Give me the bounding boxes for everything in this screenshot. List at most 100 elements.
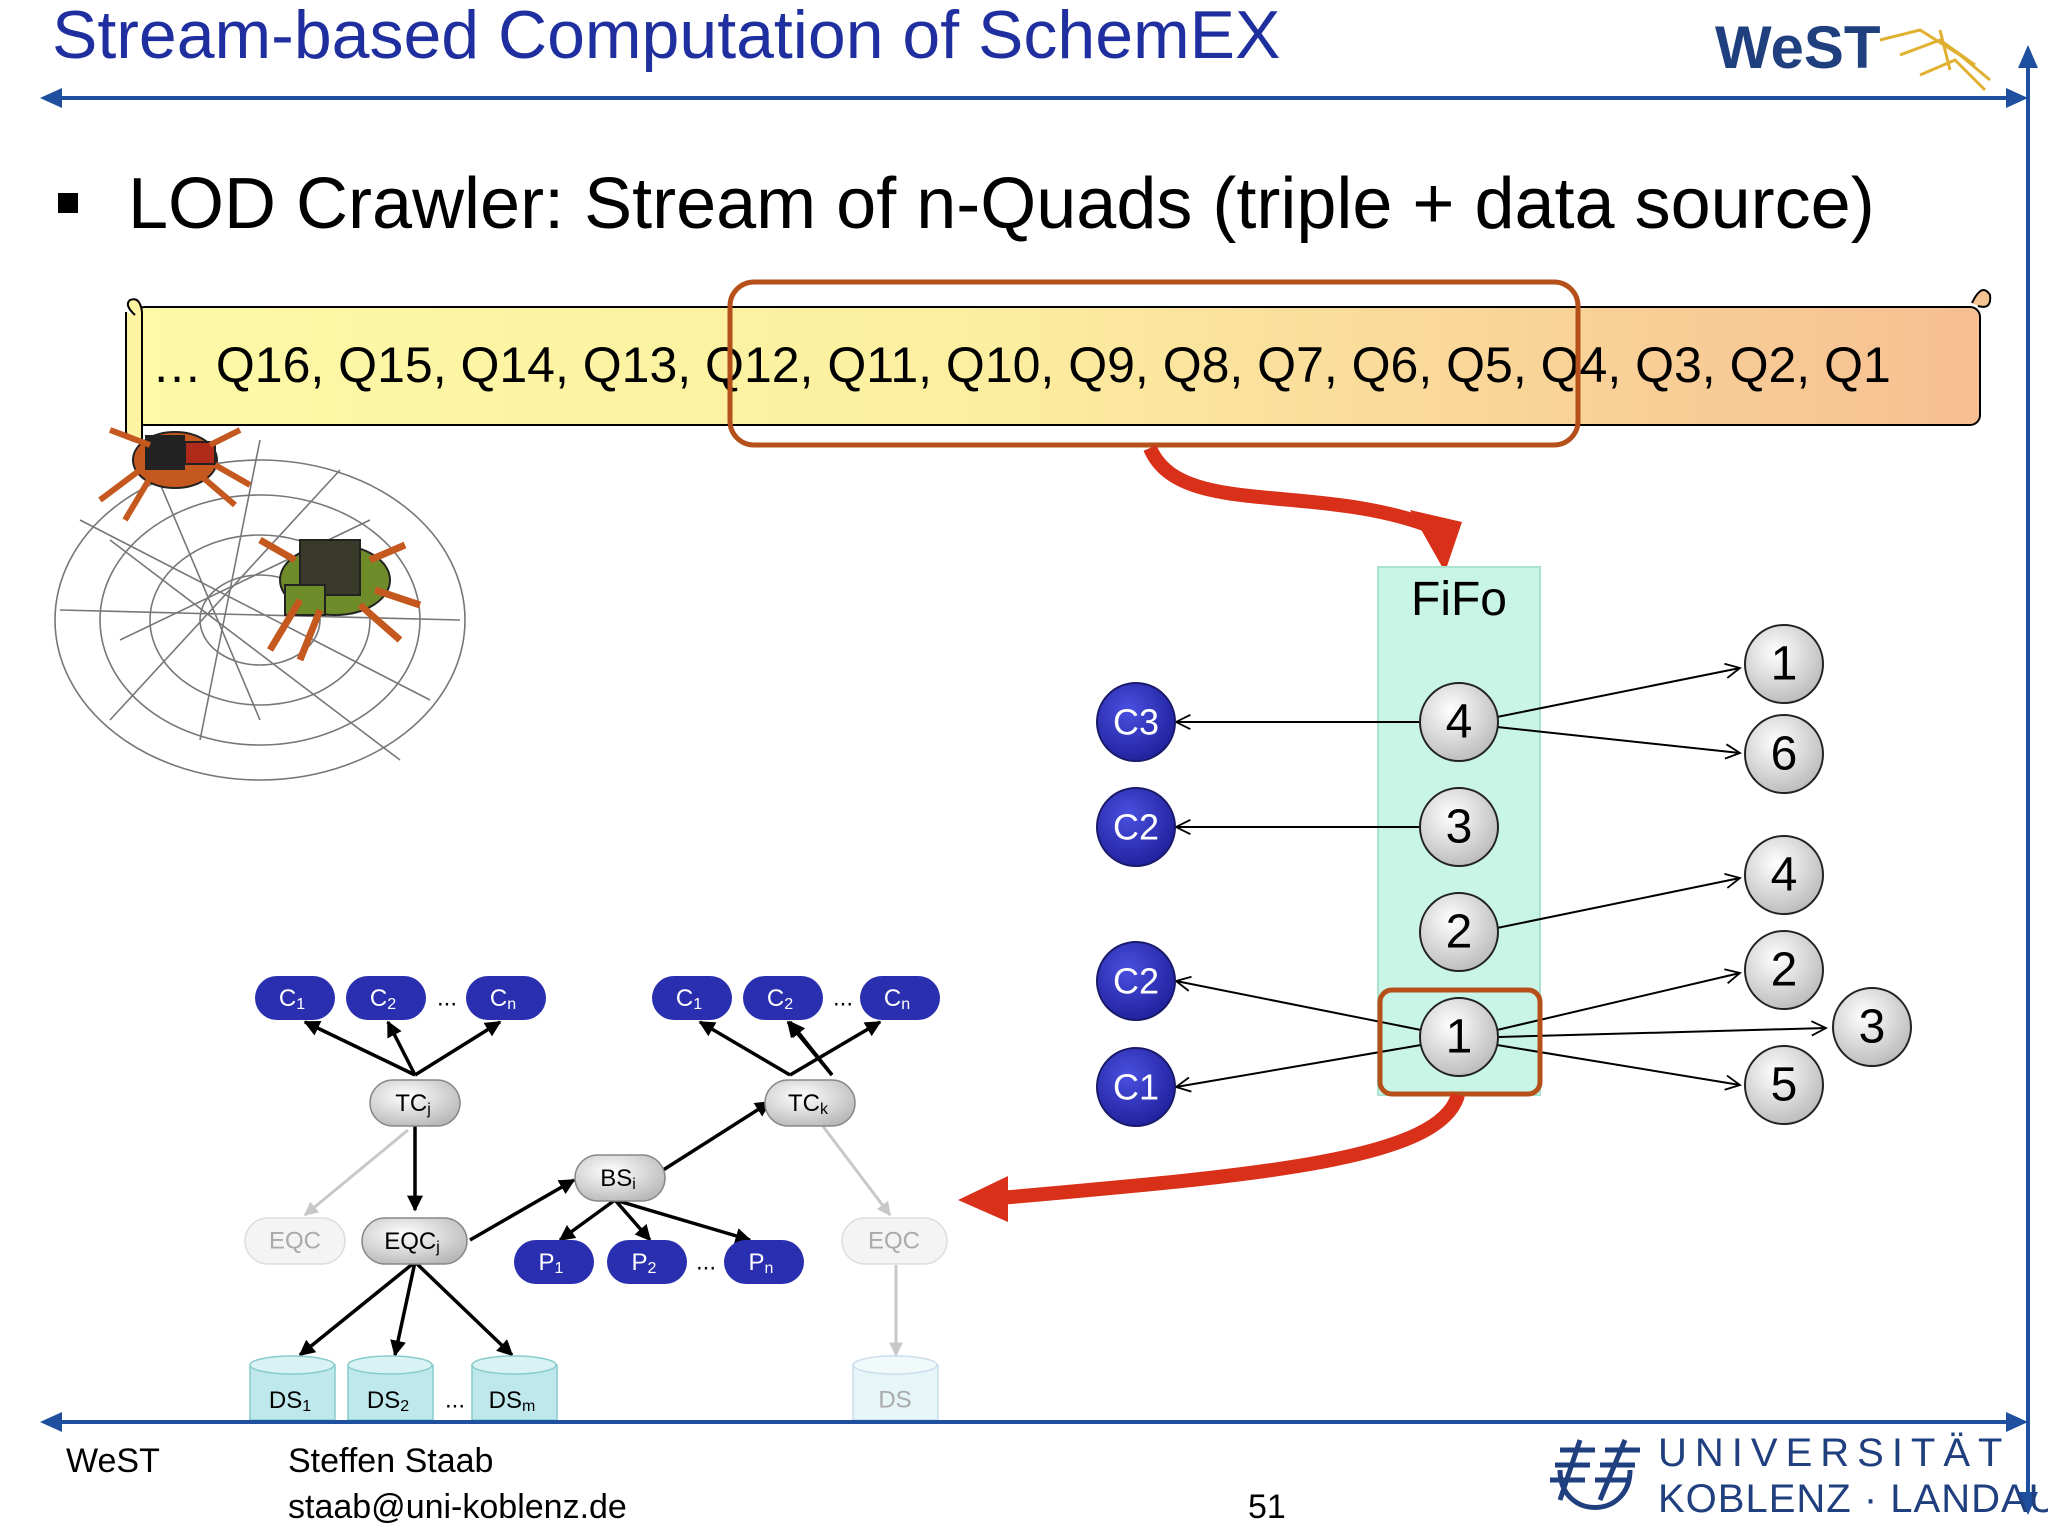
target-node: 2 [1744, 930, 1824, 1010]
footer-org: WeST [66, 1442, 160, 1480]
eqc-node-faded: EQC [244, 1217, 346, 1265]
schema-class-node: Cn [860, 976, 940, 1020]
svg-text:Cn: Cn [884, 985, 910, 1013]
target-node-label: 3 [1859, 1001, 1886, 1054]
queue-node: 3 [1419, 787, 1499, 867]
svg-text:TCk: TCk [788, 1090, 829, 1118]
schema-graph: C1 C2 ... Cn C1 C2 ... Cn TCj [244, 976, 948, 1421]
class-node-label: C2 [1113, 807, 1159, 848]
svg-text:C1: C1 [676, 985, 702, 1013]
svg-text:DS: DS [878, 1387, 911, 1414]
schema-class-node: C1 [652, 976, 732, 1020]
datasource-node-faded: DS [852, 1355, 939, 1421]
stream-text: … Q16, Q15, Q14, Q13, Q12, Q11, Q10, Q9,… [152, 337, 1891, 393]
svg-text:Cn: Cn [490, 985, 516, 1013]
datasource-node: DS1 [249, 1355, 336, 1421]
svg-text:EQC: EQC [269, 1228, 321, 1255]
svg-text:C2: C2 [767, 985, 793, 1013]
queue-node: 1 [1419, 997, 1499, 1077]
eqc-node: EQCj [361, 1217, 468, 1265]
university-logo: UNIVERSITÄT KOBLENZ · LANDAU [1550, 1431, 2048, 1521]
ellipsis-text: ... [833, 985, 853, 1012]
spider-web-illustration [54, 427, 466, 781]
ellipsis-text: ... [696, 1249, 716, 1276]
property-node: Pn [724, 1240, 804, 1284]
footer-email: staab@uni-koblenz.de [288, 1488, 627, 1526]
bottom-rule [40, 1412, 2028, 1432]
window-highlight [727, 279, 1581, 448]
queue-node-label: 4 [1446, 696, 1473, 749]
spider-icon [98, 427, 252, 522]
svg-text:C1: C1 [279, 985, 305, 1013]
svg-text:DS1: DS1 [269, 1387, 311, 1415]
svg-text:DS2: DS2 [367, 1387, 409, 1415]
page-number: 51 [1248, 1488, 1286, 1526]
target-node: 5 [1744, 1045, 1824, 1125]
bullet-marker [58, 193, 78, 213]
target-node-label: 5 [1771, 1059, 1798, 1112]
queue-node: 2 [1419, 892, 1499, 972]
fifo-label: FiFo [1411, 573, 1507, 626]
target-node: 6 [1744, 714, 1824, 794]
class-node: C1 [1096, 1047, 1176, 1127]
queue-node-label: 3 [1446, 801, 1473, 854]
stream-scroll: … Q16, Q15, Q14, Q13, Q12, Q11, Q10, Q9,… [125, 289, 1992, 443]
datasource-node: DS2 [347, 1355, 434, 1421]
west-logo-text: WeST [1715, 14, 1881, 81]
property-node: P2 [607, 1240, 687, 1284]
flow-arrowhead [958, 1176, 1008, 1222]
class-node-label: C3 [1113, 702, 1159, 743]
schema-class-node: C2 [346, 976, 426, 1020]
university-emblem-icon [1550, 1439, 1640, 1510]
fifo-edges [1176, 668, 1826, 1087]
footer-author: Steffen Staab [288, 1442, 493, 1480]
spider-icon [258, 536, 422, 662]
schema-class-node: Cn [466, 976, 546, 1020]
svg-text:P1: P1 [539, 1249, 564, 1277]
svg-text:EQC: EQC [868, 1228, 920, 1255]
schema-class-node: C1 [255, 976, 335, 1020]
target-node-label: 6 [1771, 728, 1798, 781]
target-node-label: 4 [1771, 849, 1798, 902]
queue-node-label: 2 [1446, 906, 1473, 959]
svg-text:TCj: TCj [395, 1090, 431, 1118]
target-node-label: 2 [1771, 944, 1798, 997]
flow-arrow-to-schema [999, 1092, 1465, 1205]
class-node: C3 [1096, 682, 1176, 762]
datasource-node: DSm [471, 1355, 558, 1421]
target-node-label: 1 [1771, 638, 1798, 691]
class-node: C2 [1096, 941, 1176, 1021]
flow-arrow-to-fifo [1143, 444, 1443, 537]
schema-class-node: C2 [743, 976, 823, 1020]
svg-text:DSm: DSm [489, 1387, 536, 1415]
svg-text:P2: P2 [632, 1249, 657, 1277]
class-node-label: C2 [1113, 961, 1159, 1002]
bisimulation-node: BSi [574, 1154, 666, 1202]
target-node: 3 [1832, 987, 1912, 1067]
ellipsis-text: ... [445, 1387, 465, 1414]
bullet-text: LOD Crawler: Stream of n-Quads (triple +… [128, 164, 1875, 244]
flow-arrowhead [1410, 510, 1462, 572]
target-node: 1 [1744, 624, 1824, 704]
queue-node: 4 [1419, 682, 1499, 762]
target-node: 4 [1744, 835, 1824, 915]
university-name-line1: UNIVERSITÄT [1658, 1431, 2010, 1475]
property-node: P1 [514, 1240, 594, 1284]
type-cluster-node: TCk [764, 1079, 856, 1127]
svg-text:C2: C2 [370, 985, 396, 1013]
top-rule [40, 45, 2038, 1515]
slide-title: Stream-based Computation of SchemEX [52, 0, 1280, 73]
logo-network-icon [1879, 28, 1991, 92]
type-cluster-node: TCj [369, 1079, 461, 1127]
queue-node-label: 1 [1446, 1011, 1473, 1064]
svg-text:EQCj: EQCj [384, 1228, 440, 1256]
class-node: C2 [1096, 787, 1176, 867]
ellipsis-text: ... [437, 985, 457, 1012]
eqc-node-faded: EQC [841, 1217, 948, 1265]
west-logo: WeST [1715, 14, 1991, 92]
svg-text:BSi: BSi [600, 1165, 636, 1193]
svg-text:Pn: Pn [749, 1249, 774, 1277]
class-node-label: C1 [1113, 1067, 1159, 1108]
university-name-line2: KOBLENZ · LANDAU [1658, 1477, 2048, 1521]
